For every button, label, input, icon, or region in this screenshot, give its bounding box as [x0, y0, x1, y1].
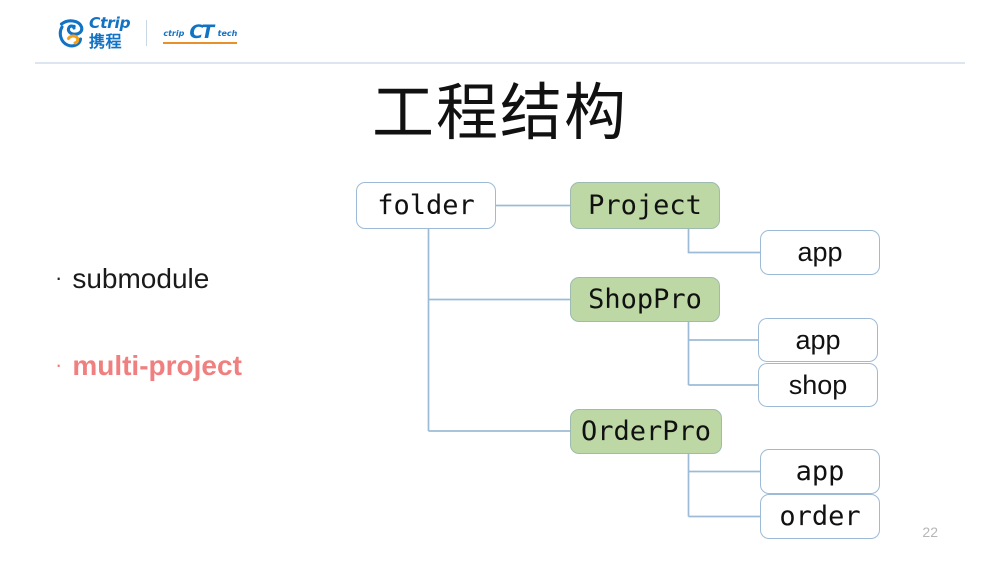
logo-divider	[146, 20, 148, 46]
tech-logo-left-word: ctrip	[163, 29, 185, 38]
diagram-node-orderpro-app[interactable]: app	[760, 449, 880, 494]
ctrip-chinese-name: 携程	[89, 31, 123, 51]
ctrip-brand-logo: Ctrip 携程	[58, 14, 131, 51]
diagram-node-project-app[interactable]: app	[760, 230, 880, 275]
diagram-node-orderpro-order[interactable]: order	[760, 494, 880, 539]
bullet-marker: ·	[55, 265, 63, 290]
ctrip-dolphin-icon	[58, 18, 84, 48]
list-item: · submodule	[55, 263, 355, 295]
diagram-node-orderpro[interactable]: OrderPro	[570, 409, 722, 454]
tech-logo-mark: CT	[189, 21, 214, 43]
edge-project-app	[687, 229, 760, 254]
diagram-node-shoppro-app[interactable]: app	[758, 318, 878, 362]
header-divider	[35, 62, 965, 64]
tech-logo-underline	[163, 42, 238, 44]
list-item: · multi-project	[55, 349, 355, 382]
header-logos: Ctrip 携程 ctrip CT tech	[58, 13, 238, 53]
diagram-node-shoppro[interactable]: ShopPro	[570, 277, 720, 322]
diagram-node-shoppro-shop[interactable]: shop	[758, 363, 878, 407]
page-title: 工程结构	[371, 76, 628, 149]
bullet-list: · submodule · multi-project	[55, 263, 355, 438]
ctrip-wordmark: Ctrip 携程	[89, 14, 131, 51]
bullet-label-submodule: submodule	[72, 263, 210, 294]
bullet-marker: ·	[55, 351, 63, 377]
diagram-node-folder[interactable]: folder	[356, 182, 496, 229]
ctrip-latin-name: Ctrip	[89, 14, 131, 33]
bullet-label-multi-project: multi-project	[72, 349, 242, 381]
page-number: 22	[922, 524, 938, 540]
ctrip-tech-logo: ctrip CT tech	[163, 20, 238, 46]
diagram-node-project[interactable]: Project	[570, 182, 720, 229]
tech-logo-right-word: tech	[217, 29, 238, 38]
